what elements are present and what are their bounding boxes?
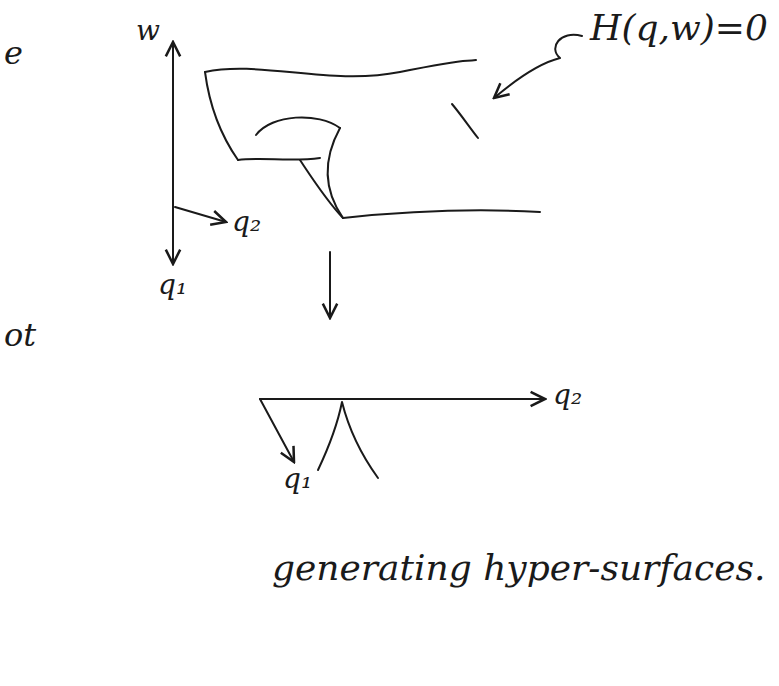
axis-label: q₁ <box>158 270 187 301</box>
fold-curve <box>300 160 343 218</box>
cusp-curve <box>318 402 378 478</box>
axis-label: q₂ <box>232 207 261 238</box>
q2-axis <box>260 398 545 400</box>
fold-curve <box>256 117 340 135</box>
caption: generating hyper-surfaces. <box>272 548 765 588</box>
leader-arrow <box>494 35 582 98</box>
fragment-text: e <box>4 36 23 71</box>
surface-edge <box>452 104 478 138</box>
surface-edge <box>205 60 476 76</box>
surface-edge <box>238 158 320 160</box>
axis-label: w <box>136 16 160 47</box>
fragment-text: ot <box>4 318 36 353</box>
q2-axis <box>175 207 226 222</box>
surface-edge <box>343 210 540 218</box>
axis-label: q₂ <box>553 380 582 411</box>
w-axis <box>172 42 174 207</box>
axis-label: q₁ <box>283 464 312 495</box>
fold-curve <box>328 128 343 218</box>
q1-axis <box>172 207 174 264</box>
equation-label: H(q,w)=0 <box>590 8 768 48</box>
q1-axis <box>260 399 294 462</box>
surface-edge <box>205 72 238 160</box>
projection-arrow <box>329 252 331 318</box>
